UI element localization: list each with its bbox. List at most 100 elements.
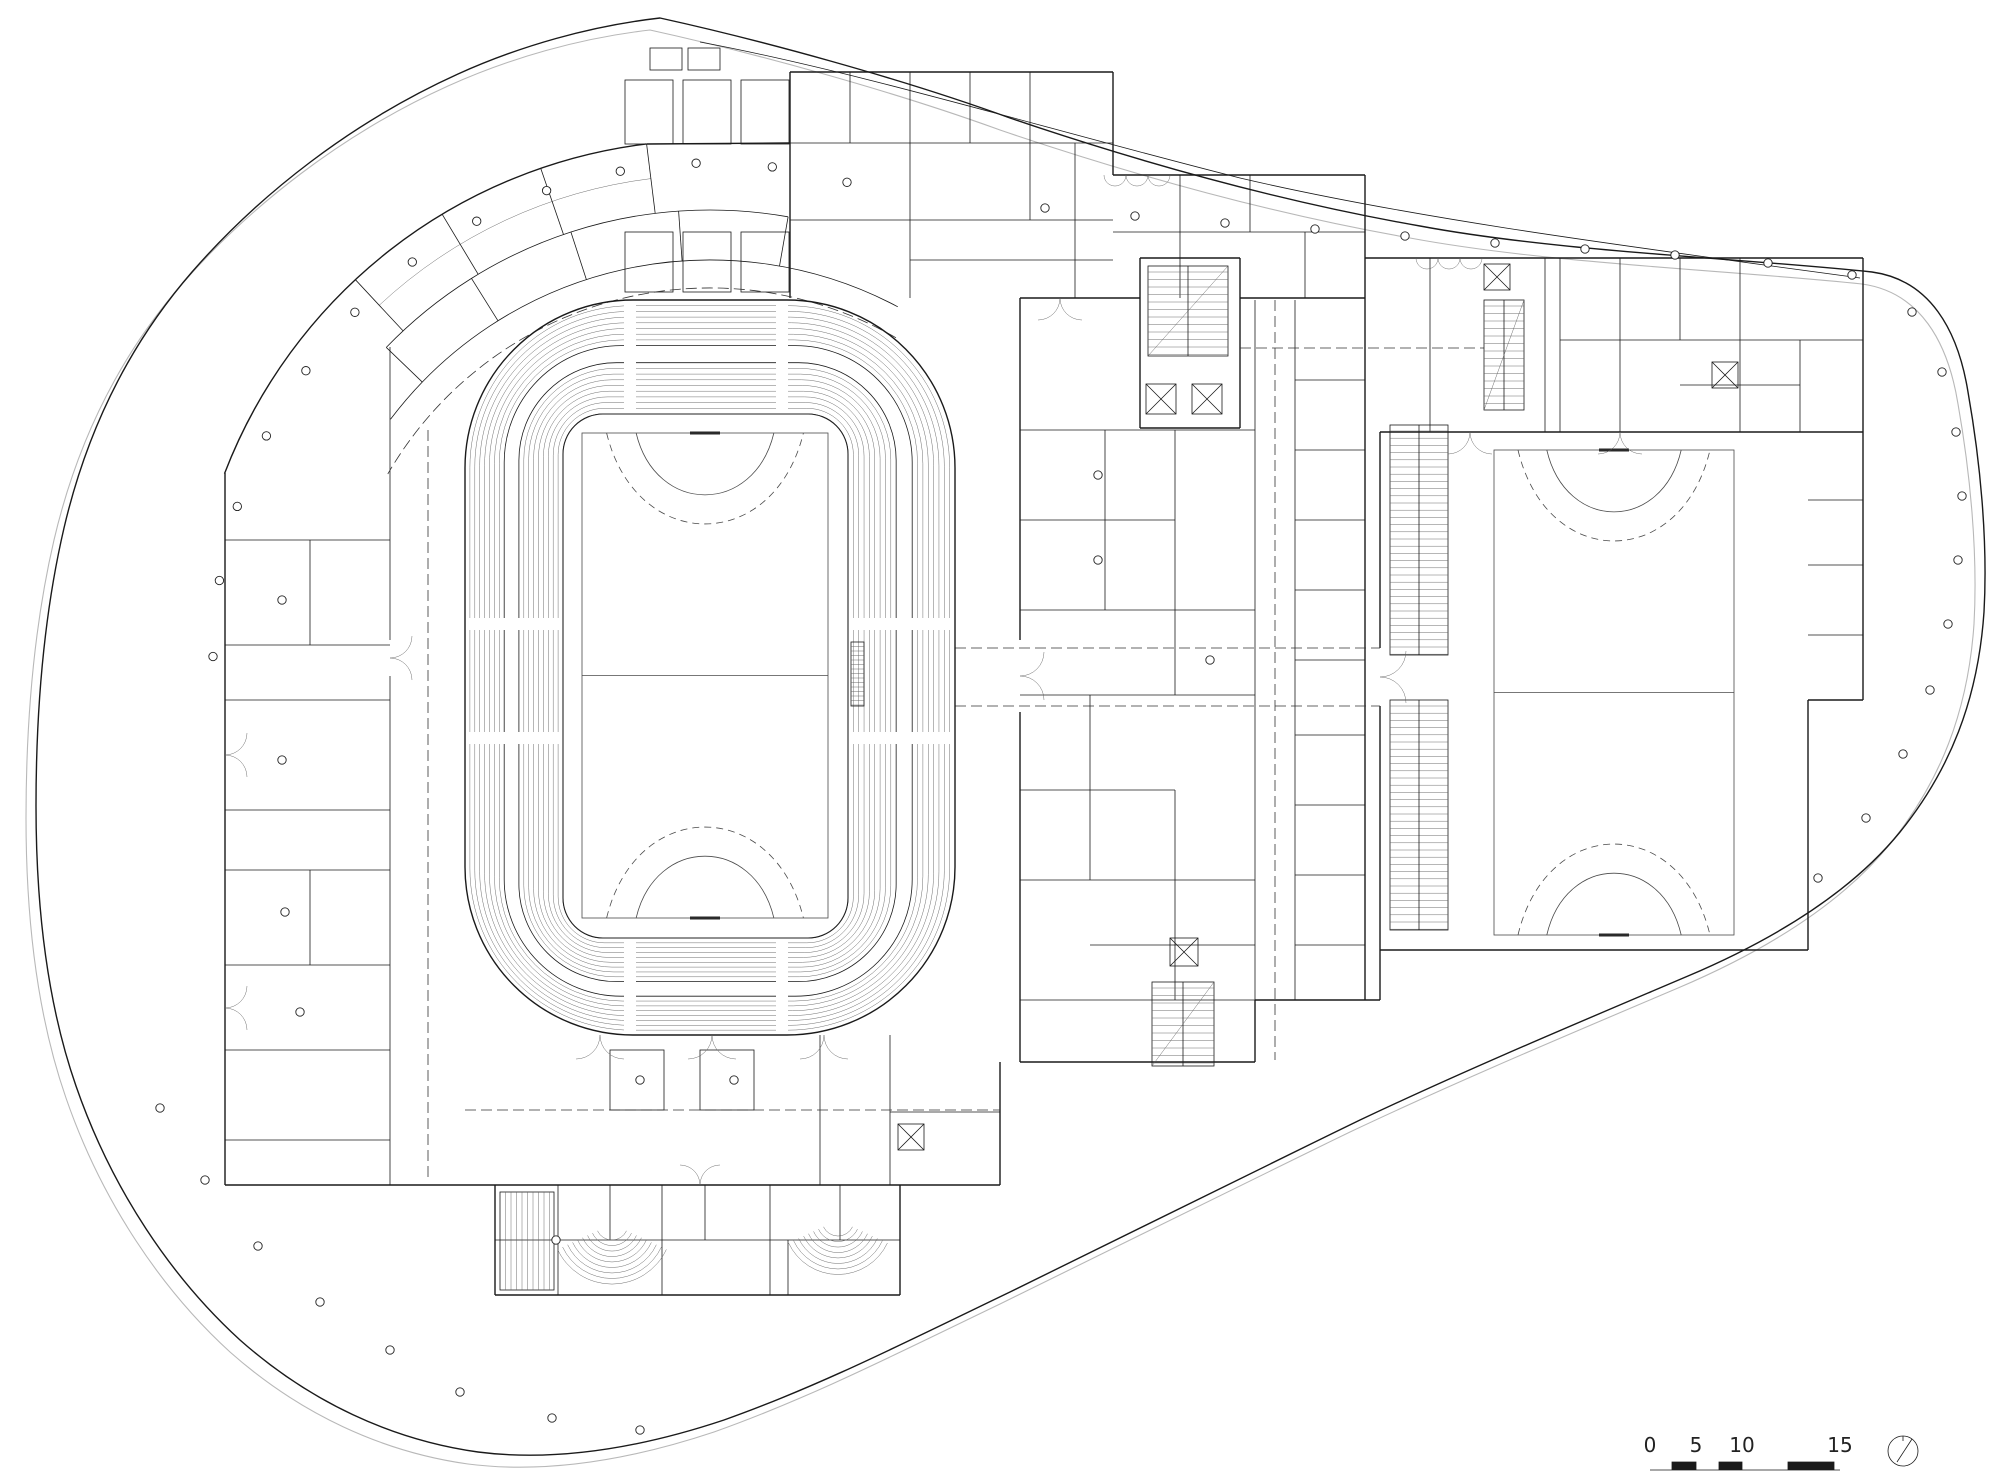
column-dot xyxy=(301,366,311,376)
column-dot xyxy=(295,1007,305,1017)
column-dot xyxy=(253,1241,263,1251)
room xyxy=(609,1049,665,1111)
door-swing xyxy=(224,754,248,778)
seating-ring xyxy=(499,339,918,1002)
fan-row xyxy=(597,1230,627,1241)
scale-label-5: 5 xyxy=(1690,1433,1703,1457)
stair-break xyxy=(1147,265,1229,357)
hatched-strip xyxy=(850,641,865,707)
column-dot xyxy=(1220,218,1230,228)
wall-line xyxy=(897,1123,925,1151)
door-swing xyxy=(224,1007,248,1031)
scale-bar: 0 5 10 15 xyxy=(1644,1433,1853,1471)
column-dot xyxy=(635,1075,645,1085)
seating-ring xyxy=(469,305,950,1031)
fan-row xyxy=(582,1237,642,1257)
column-dot xyxy=(729,1075,739,1085)
column-dot xyxy=(315,1297,325,1307)
seating-ring xyxy=(557,408,854,944)
aisle xyxy=(850,732,954,744)
structural-columns xyxy=(155,158,1967,1435)
door-swing xyxy=(389,657,413,681)
fan-row xyxy=(562,1246,662,1279)
door-swing xyxy=(699,1164,721,1186)
scale-bar-segment xyxy=(1672,1462,1696,1470)
door-swing xyxy=(799,1034,825,1060)
entrance-scallop xyxy=(1415,257,1439,270)
seating-ring xyxy=(518,362,897,983)
aisle xyxy=(776,942,788,1034)
arc-wall xyxy=(379,178,651,306)
wall-line xyxy=(1169,937,1199,967)
door-swing xyxy=(575,1034,601,1060)
radial-wall xyxy=(779,216,789,267)
seating-ring xyxy=(503,345,913,997)
column-dot xyxy=(767,162,777,172)
fan-row xyxy=(788,1242,888,1275)
room xyxy=(682,79,732,145)
stair-break xyxy=(1483,299,1525,411)
door-swing xyxy=(1019,651,1045,677)
aisle xyxy=(467,732,563,744)
radial-wall xyxy=(570,231,587,280)
column-dot xyxy=(280,907,290,917)
door-swings xyxy=(224,174,1643,1186)
column-dot xyxy=(1310,224,1320,234)
column-dot xyxy=(1937,367,1947,377)
seating-ring xyxy=(523,368,892,978)
seating-ring xyxy=(484,322,934,1016)
scale-label-15: 15 xyxy=(1827,1433,1852,1457)
column-dot xyxy=(277,595,287,605)
wall-line xyxy=(1191,383,1223,415)
door-swing xyxy=(1379,650,1407,678)
training-court-bleachers xyxy=(1389,424,1449,931)
column-dot xyxy=(385,1345,395,1355)
fan-row xyxy=(818,1229,858,1242)
elevator-icon xyxy=(1145,383,1177,415)
column-dot xyxy=(615,166,625,176)
scale-bar-segment xyxy=(1719,1462,1742,1470)
site-boundary xyxy=(25,17,1986,1468)
door-swing xyxy=(599,1034,625,1060)
aisle xyxy=(850,618,954,630)
seating-ring xyxy=(494,333,924,1007)
entrance-scallop xyxy=(1437,257,1461,270)
free-throw-arc xyxy=(606,432,804,525)
elevator-icon xyxy=(1483,263,1511,291)
seating-ring xyxy=(464,299,956,1036)
hatched-areas xyxy=(499,641,865,1291)
wall-line xyxy=(1711,361,1739,389)
arc-wall xyxy=(386,209,789,348)
wall-line xyxy=(1483,263,1511,291)
roof-edge xyxy=(35,17,1986,1456)
arc-wall xyxy=(390,259,898,420)
aisle xyxy=(624,302,636,414)
hatched-strip xyxy=(499,1191,555,1291)
column-dot xyxy=(691,158,701,168)
wall-line xyxy=(1145,383,1177,415)
arc-wall xyxy=(223,143,647,474)
goal-area-arc xyxy=(635,855,775,919)
site-offset-line xyxy=(25,29,1976,1468)
fan-row xyxy=(592,1233,632,1246)
seating-ring xyxy=(479,316,940,1021)
column-dot xyxy=(1847,270,1857,280)
north-needle xyxy=(1896,1438,1913,1463)
room xyxy=(624,231,674,293)
column-dot xyxy=(1400,231,1410,241)
free-throw-arc xyxy=(1517,843,1711,936)
column-dot xyxy=(200,1175,210,1185)
canopy-edge xyxy=(699,41,1861,279)
fan-row xyxy=(798,1238,878,1264)
column-dot xyxy=(472,216,482,226)
fan-row xyxy=(793,1240,883,1270)
column-dot xyxy=(1093,470,1103,480)
aisle xyxy=(776,302,788,414)
fan-row xyxy=(557,1249,667,1285)
seating-ring xyxy=(489,328,929,1011)
column-dot xyxy=(1957,491,1967,501)
column-dot xyxy=(407,257,417,267)
column-dot xyxy=(155,1103,165,1113)
door-swing xyxy=(1037,297,1061,321)
